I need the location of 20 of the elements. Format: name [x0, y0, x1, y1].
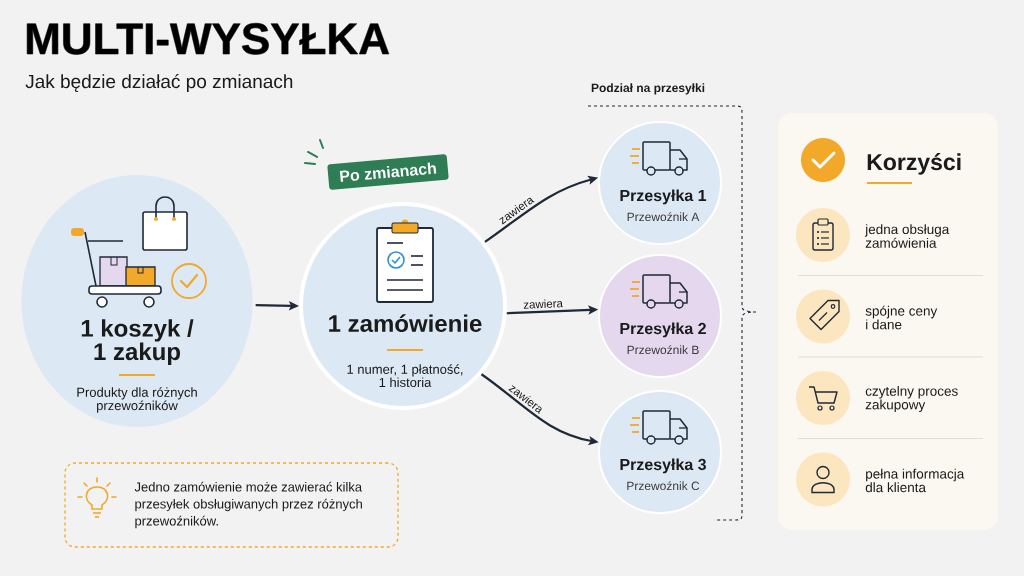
shipment-title: Przesyłka 3 — [620, 458, 706, 474]
carrier-name: Przewoźnik B — [627, 345, 699, 355]
shipment-title: Przesyłka 1 — [620, 189, 707, 205]
benefit-text: spójne ceny i dane — [865, 305, 938, 330]
note-box: Jedno zamówienie może zawierać kilka przesyłek obsługiwanych przez różnych przewoźników. — [64, 462, 399, 548]
badge: Po zmianach — [327, 154, 449, 190]
benefit-text: pełna informacja dla klienta — [865, 468, 965, 493]
step-title: 1 zamówienie — [329, 314, 482, 333]
benefit-text: czytelny proces zakupowy — [865, 385, 958, 413]
section-label: Podział na przesyłki — [591, 83, 705, 95]
step-description: Produkty dla różnych przewoźników — [77, 387, 197, 413]
panel-heading: Korzyści — [867, 153, 961, 175]
carrier-name: Przewoźnik A — [627, 212, 700, 222]
step-title: 1 koszyk / 1 zakup — [81, 319, 194, 365]
subtitle: Jak będzie działać po zmianach — [25, 74, 293, 92]
step-description: 1 numer, 1 płatność, 1 historia — [347, 364, 463, 387]
benefit-text: jedna obsługa zamówienia — [864, 224, 950, 248]
carrier-name: Przewoźnik C — [627, 481, 700, 491]
shipment-title: Przesyłka 2 — [620, 322, 706, 338]
edge-label: zawiera — [521, 297, 565, 311]
